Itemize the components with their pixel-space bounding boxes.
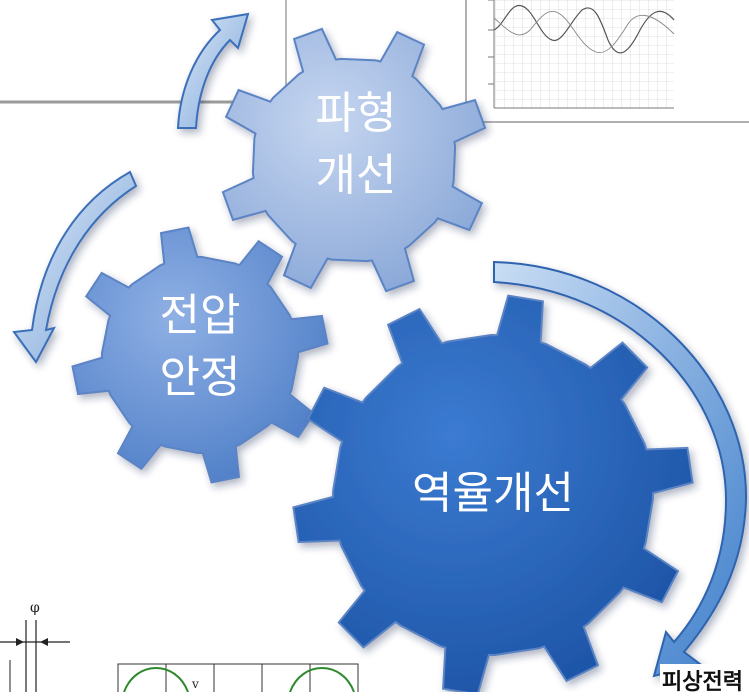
waveform-line (493, 5, 675, 54)
gear-waveform-label-line2: 개선 (316, 150, 397, 201)
gear-voltage (71, 226, 329, 484)
gear-voltage-label-line1: 전압 (160, 290, 241, 341)
gear-powerfactor-label: 역율개선 (412, 468, 574, 519)
gear-waveform (221, 27, 487, 293)
gear-powerfactor (292, 294, 694, 692)
waveform-chart-thumbnail (465, 0, 749, 123)
apparent-power-label: 피상전력 (660, 664, 745, 696)
cycle-arrow-top (176, 12, 250, 129)
gear-voltage-label-line2: 안정 (160, 352, 241, 403)
phi-symbol: φ (30, 600, 40, 616)
waveform-line-2 (493, 10, 675, 54)
phase-diagram: φ (0, 600, 70, 692)
v-symbol: v (191, 677, 199, 691)
sine-wave-2 (289, 667, 355, 692)
gear-waveform-label-line1: 파형 (316, 88, 397, 139)
cycle-arrow-left (12, 170, 138, 364)
sine-chart-fragment: v (117, 663, 359, 692)
sine-wave (123, 667, 189, 692)
